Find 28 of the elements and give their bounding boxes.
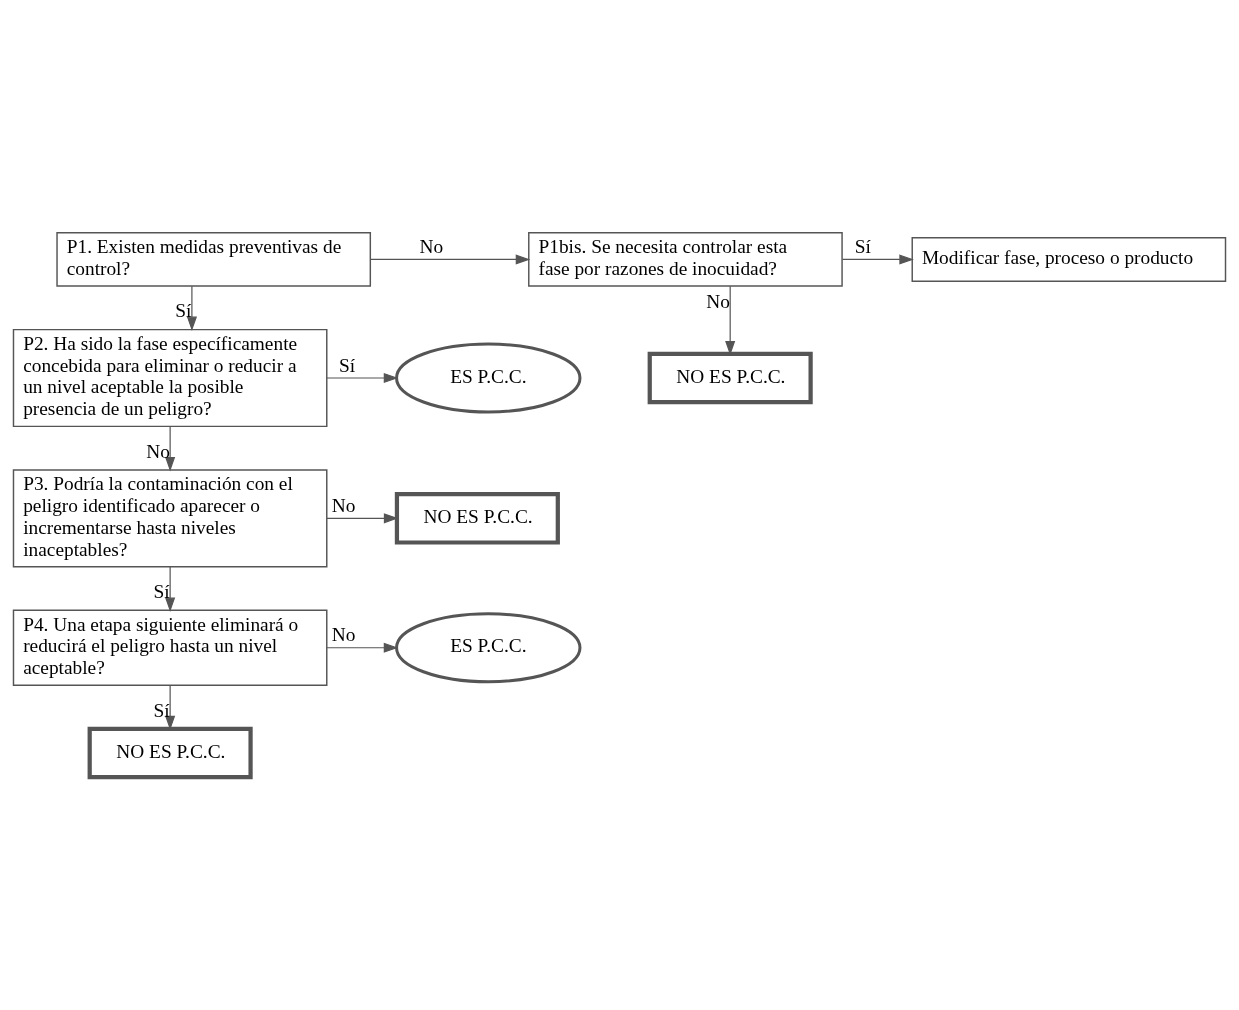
edge-label: No	[331, 624, 356, 646]
node-box: NO ES P.C.C.	[87, 726, 253, 780]
node-box: P4. Una etapa siguiente eliminará o reducirá el peligro hasta un nivel aceptable?	[12, 609, 328, 686]
node-box: NO ES P.C.C.	[647, 351, 813, 405]
edge-label: No	[419, 236, 444, 258]
node-ellipse: ES P.C.C.	[395, 612, 582, 684]
edge-label: No	[146, 440, 170, 462]
arrow	[326, 642, 399, 653]
arrow	[369, 254, 531, 265]
arrow	[841, 254, 914, 265]
edge-label: No	[331, 495, 356, 517]
edge-label: Sí	[153, 580, 170, 602]
edge-label: Sí	[854, 236, 871, 258]
edge-label: Sí	[153, 699, 170, 721]
node-box: P1bis. Se necesita controlar esta fase por razones de inocuidad?	[528, 232, 843, 287]
arrow	[165, 426, 176, 472]
node-box: P3. Podría la contaminación con el peligro identificado aparecer o incrementarse hasta niveles inaceptables?	[12, 469, 328, 568]
node-box: P1. Existen medidas preventivas de control?	[56, 232, 372, 287]
node-box: NO ES P.C.C.	[394, 492, 560, 545]
edge-label: Sí	[339, 354, 356, 376]
edge-label: No	[706, 290, 730, 312]
arrow	[165, 566, 176, 613]
node-box: Modificar fase, proceso o producto	[911, 236, 1227, 282]
node-ellipse: ES P.C.C.	[395, 342, 582, 414]
arrow	[326, 372, 399, 384]
node-box: P2. Ha sido la fase específicamente concebida para eliminar o reducir a un nivel aceptable la posible presencia de un peligro?	[12, 328, 328, 428]
edge-label: Sí	[175, 300, 192, 322]
arrow	[186, 285, 197, 332]
